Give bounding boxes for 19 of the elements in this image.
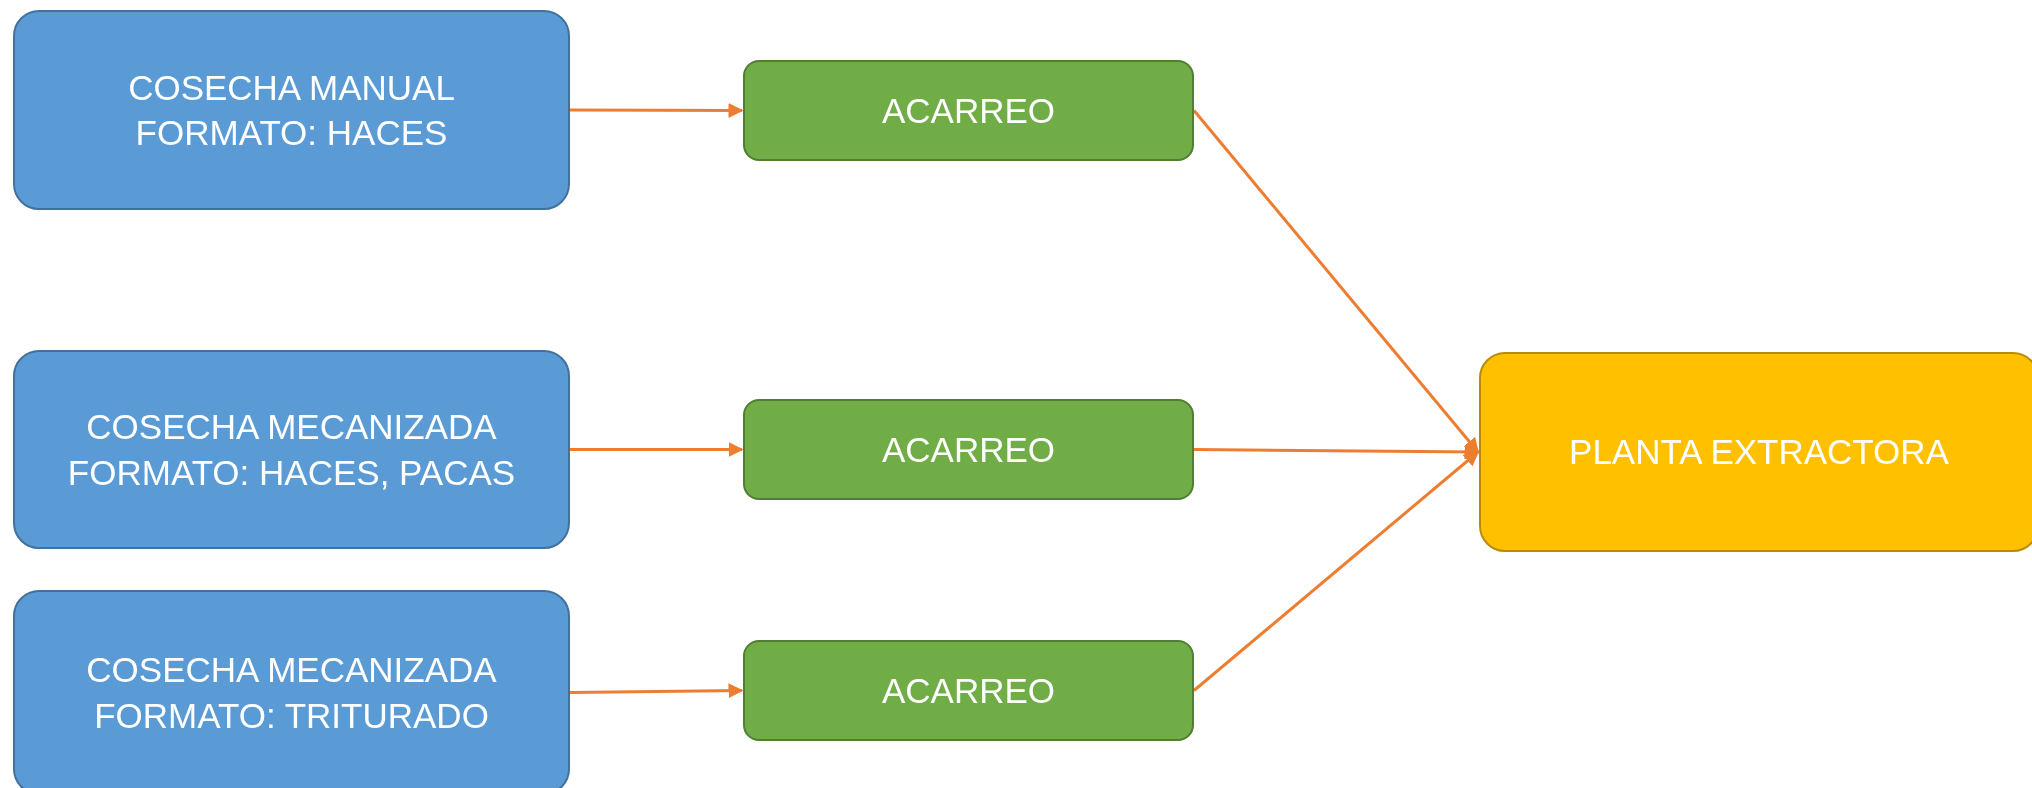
haul-box — [743, 60, 1194, 161]
haul-box — [743, 399, 1194, 500]
arrow — [570, 102, 744, 118]
node-label: ACARREO — [881, 669, 1056, 712]
arrow — [1193, 450, 1480, 692]
haul-box — [743, 640, 1194, 741]
node-label: ACARREO — [881, 89, 1056, 132]
node-label: COSECHA MECANIZADA FORMATO: TRITURADO — [85, 649, 498, 737]
harvest-box — [13, 10, 570, 210]
plant-box — [1479, 352, 2032, 552]
node-label: COSECHA MANUAL FORMATO: HACES — [127, 66, 456, 154]
harvest-box — [13, 590, 570, 788]
harvest-box — [13, 350, 570, 549]
node-label: ACARREO — [881, 428, 1056, 471]
node-label: COSECHA MECANIZADA FORMATO: HACES, PACAS — [66, 406, 517, 494]
arrow — [1192, 109, 1480, 454]
node-label: PLANTA EXTRACTORA — [1569, 431, 1949, 474]
arrow — [570, 683, 744, 699]
arrow — [570, 442, 744, 457]
